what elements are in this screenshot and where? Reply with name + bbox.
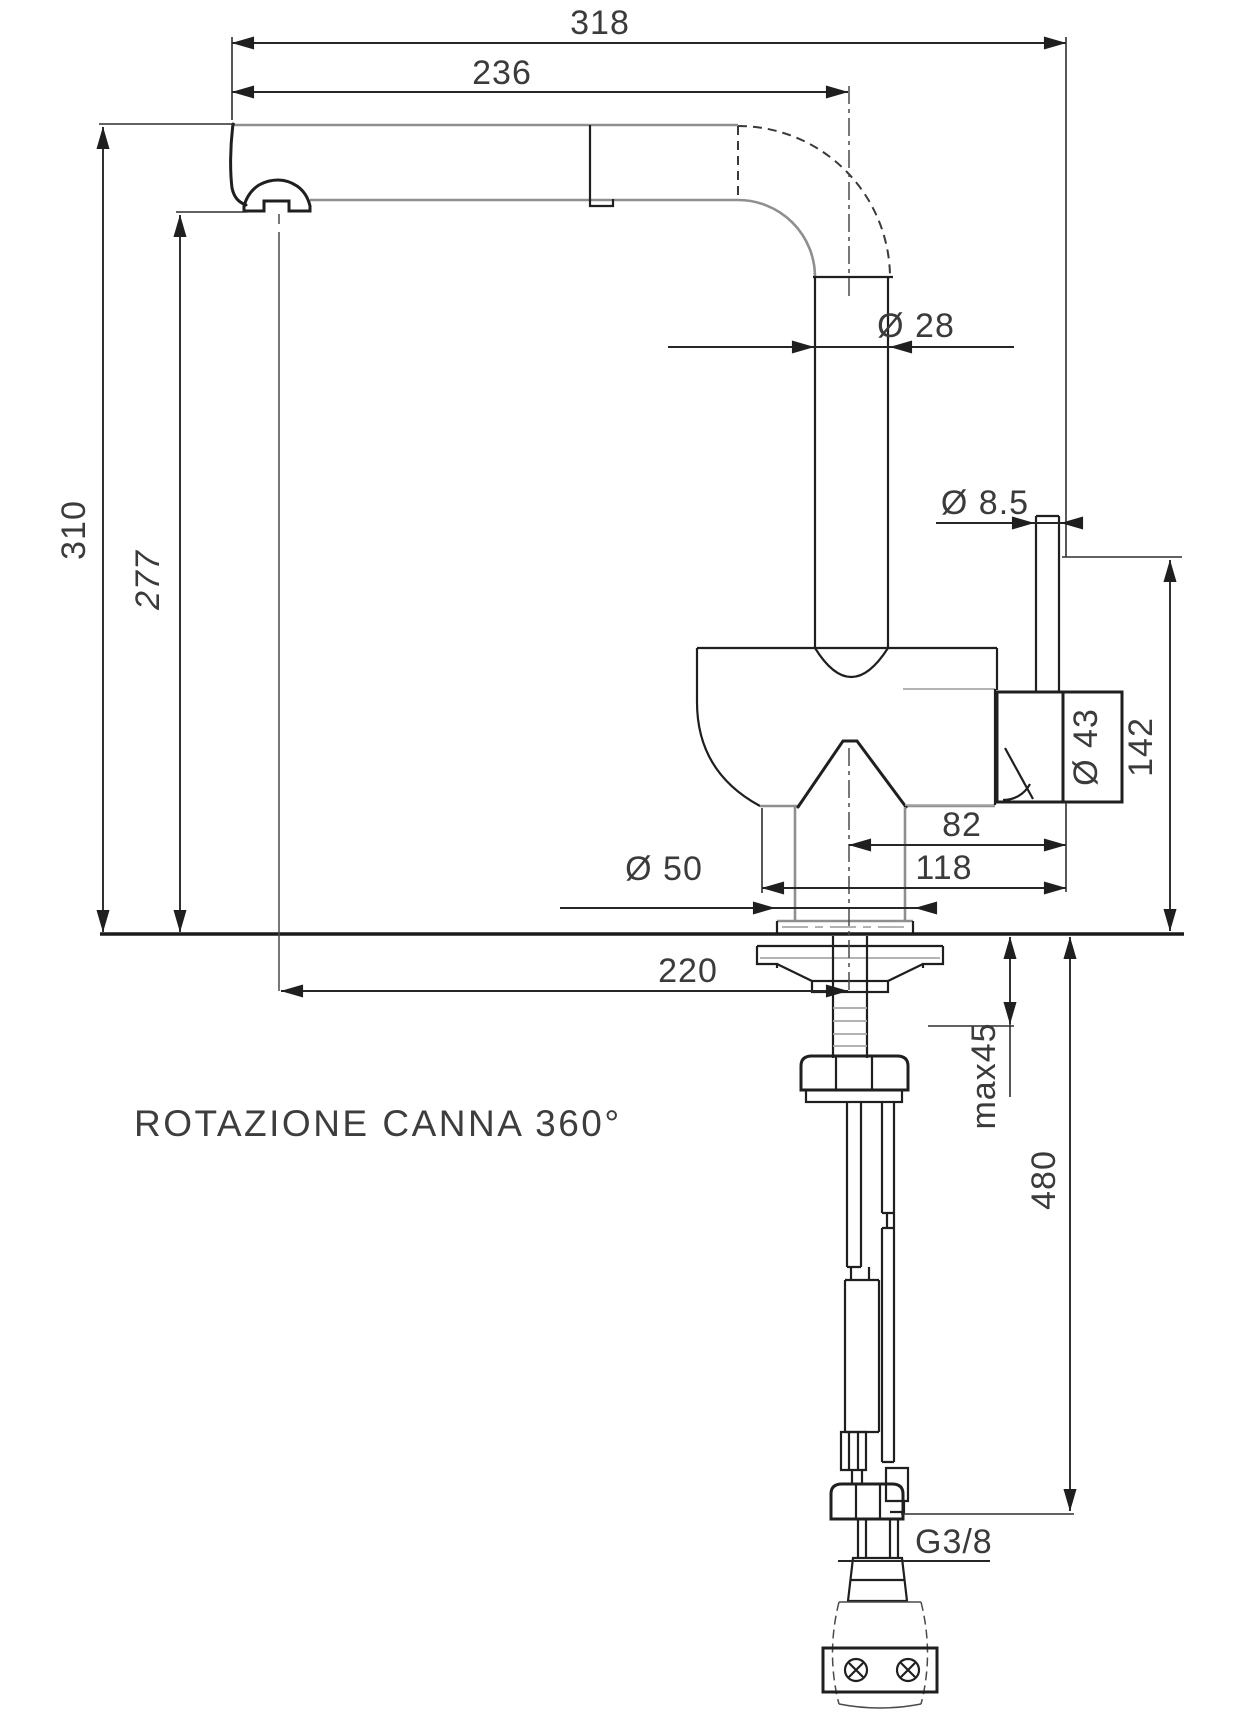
valve-neck — [856, 1519, 900, 1558]
weight-screw-left-cross — [848, 1662, 864, 1678]
dim-310-label: 310 — [55, 500, 93, 560]
hose-right-upper — [880, 1102, 896, 1215]
hose-left-sheath — [843, 1278, 881, 1434]
dim-max45-label: max45 — [965, 1022, 1003, 1129]
rotation-caption: ROTAZIONE CANNA 360° — [134, 1103, 622, 1144]
cartridge-pentagon — [796, 739, 908, 809]
hose-left-upper — [845, 1102, 863, 1269]
weight-barrel-right — [920, 1601, 929, 1705]
stud-threads — [833, 1007, 867, 1047]
centerlines — [278, 86, 850, 991]
dim-142-label: 142 — [1122, 717, 1160, 777]
dim-d50-label: Ø 50 — [625, 850, 703, 888]
spray-head-front-face — [229, 122, 248, 207]
dimension-annotations: 318 236 Ø 28 Ø 8.5 310 277 Ø 43 142 82 — [55, 4, 1182, 1562]
weight-barrel-bottom — [838, 1703, 922, 1709]
hose-left-joint — [849, 1267, 871, 1280]
aerator-dome — [242, 178, 312, 213]
base-flange-body — [775, 921, 915, 933]
dim-82-label: 82 — [942, 806, 982, 844]
mounting-hardware — [100, 932, 1184, 1104]
dim-d85-label: Ø 8.5 — [941, 484, 1029, 522]
weight-screw-right — [895, 1657, 921, 1683]
supply-hoses — [821, 1102, 939, 1709]
hose-right-lower — [880, 1226, 896, 1464]
lever-rod — [1034, 514, 1061, 692]
bend-inner-arc — [737, 198, 817, 278]
weight-plate — [821, 1646, 939, 1694]
hose-right-joint — [885, 1213, 896, 1228]
bend-outer-arc — [737, 125, 891, 278]
body-left-side — [695, 648, 761, 807]
dim-g38-label: G3/8 — [915, 1523, 993, 1561]
riser-ball-joint — [814, 647, 889, 678]
dim-220-label: 220 — [658, 952, 718, 990]
clamp-wedge — [776, 963, 924, 982]
dim-480-label: 480 — [1025, 1150, 1063, 1210]
connector-hex-nut — [829, 1482, 905, 1521]
handle-end-cap — [1061, 690, 1124, 804]
clamp-left-tab — [755, 946, 779, 968]
mounting-nut — [799, 1054, 910, 1092]
dim-118-label: 118 — [915, 849, 972, 887]
mounting-nut-facets — [834, 1056, 874, 1090]
clamp-right-tab — [921, 946, 945, 968]
weight-barrel-left — [831, 1601, 840, 1705]
valve-body — [846, 1556, 909, 1603]
dim-d43-label: Ø 43 — [1067, 708, 1105, 786]
faucet-outline — [229, 122, 1124, 933]
hose-right-fitting — [884, 1466, 910, 1514]
nut-bracket — [804, 1088, 904, 1104]
dim-318-label: 318 — [570, 4, 630, 42]
dim-d28-label: Ø 28 — [877, 307, 955, 345]
weight-screw-right-cross — [900, 1662, 916, 1678]
threaded-stud — [831, 936, 869, 1058]
hose-left-stem — [850, 1470, 864, 1484]
hose-left-collar — [839, 1430, 868, 1472]
handle-lever-hint — [1002, 747, 1034, 802]
dim-277-label: 277 — [129, 550, 167, 611]
dim-236-label: 236 — [472, 54, 532, 92]
connector-hex-facets — [854, 1484, 882, 1519]
weight-screw-left — [843, 1657, 869, 1683]
head-junction-step — [588, 199, 615, 208]
